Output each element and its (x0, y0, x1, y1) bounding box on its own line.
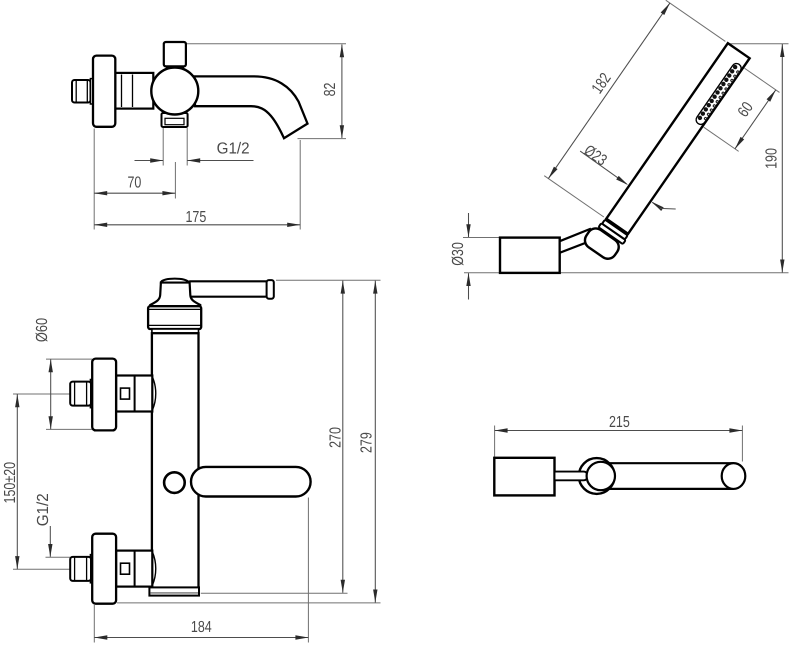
svg-text:215: 215 (609, 414, 630, 431)
svg-text:Ø60: Ø60 (34, 318, 51, 342)
svg-text:279: 279 (358, 432, 375, 453)
svg-text:G1/2: G1/2 (217, 141, 250, 158)
svg-text:190: 190 (763, 148, 780, 169)
svg-text:270: 270 (327, 427, 344, 448)
svg-text:G1/2: G1/2 (35, 493, 52, 526)
svg-text:Ø30: Ø30 (450, 242, 467, 266)
svg-text:150±20: 150±20 (2, 462, 19, 504)
svg-text:70: 70 (127, 175, 141, 192)
svg-text:184: 184 (191, 619, 212, 636)
svg-text:175: 175 (185, 209, 206, 226)
svg-text:82: 82 (322, 82, 339, 96)
